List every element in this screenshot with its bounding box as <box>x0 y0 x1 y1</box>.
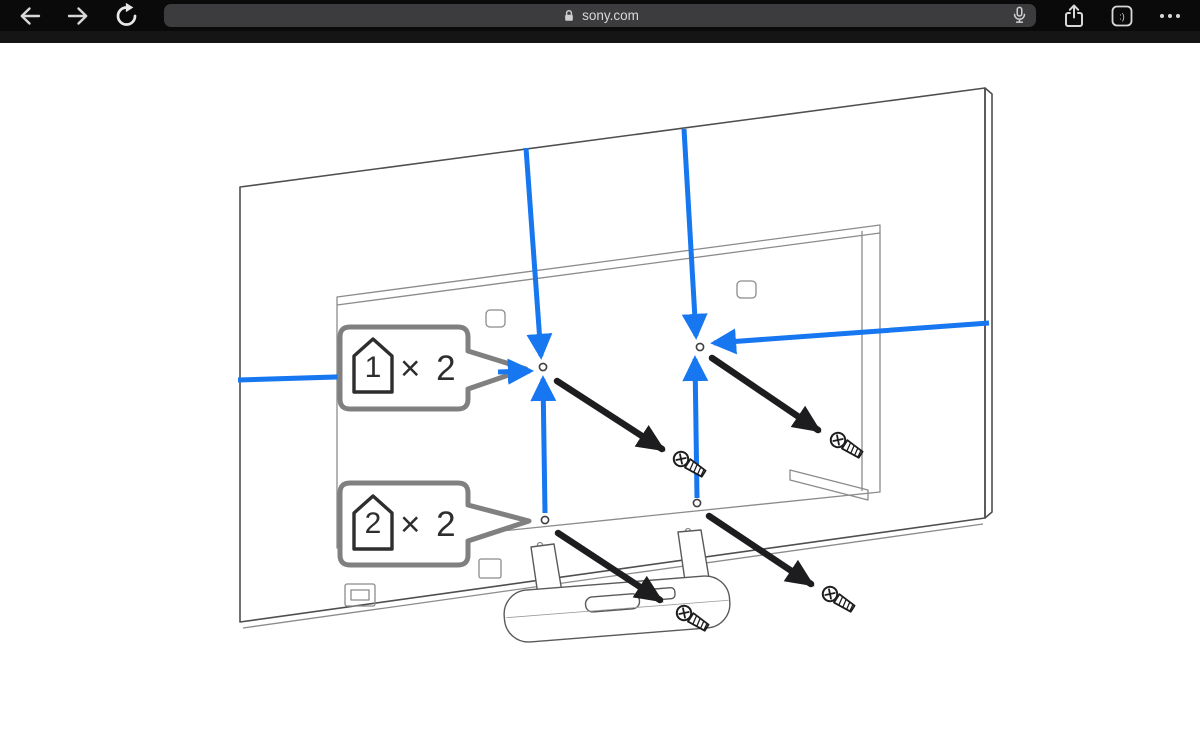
screw-hole <box>695 342 705 352</box>
screw-holes <box>538 342 705 525</box>
guide-arrow-top-left <box>523 147 553 360</box>
smiley-tab-icon: :) <box>1111 5 1133 26</box>
back-arrow-icon <box>20 6 41 25</box>
url-text: sony.com <box>582 8 639 23</box>
more-button[interactable] <box>1146 0 1194 31</box>
stand-neck <box>677 529 710 582</box>
microphone-icon[interactable] <box>1010 6 1029 25</box>
bottom-bracket <box>344 583 376 607</box>
screw-hole <box>540 515 550 525</box>
step-number-house-icon <box>352 494 394 551</box>
quantity-label: × 2 <box>400 505 459 544</box>
step-number: 2 <box>365 507 382 540</box>
page-content: 1 × 2 2 × 2 <box>0 43 1200 743</box>
lock-icon <box>561 8 577 24</box>
url-bar[interactable]: sony.com <box>164 4 1036 27</box>
blue-guide-arrows <box>237 128 990 514</box>
share-icon <box>1065 4 1083 27</box>
share-button[interactable] <box>1050 0 1098 31</box>
screw-arrow <box>553 377 666 453</box>
screw-icon <box>819 583 858 616</box>
smiley-label: :) <box>1119 11 1125 21</box>
guide-arrow-up-right <box>682 355 709 499</box>
screw-icon <box>827 429 866 462</box>
forward-button[interactable] <box>54 0 102 31</box>
reload-icon <box>116 2 136 26</box>
screw-direction-arrows <box>553 354 822 604</box>
page-header-strip <box>0 31 1200 43</box>
screw-arrow <box>708 354 822 434</box>
step-number: 1 <box>365 351 382 384</box>
back-button[interactable] <box>6 0 54 31</box>
tv-rear-outline <box>239 87 993 629</box>
guide-arrow-right <box>710 320 990 355</box>
guide-arrow-top-right <box>681 128 708 340</box>
screw-arrow <box>554 529 664 604</box>
tv-stand <box>503 529 731 643</box>
screw-hole <box>538 362 548 372</box>
reload-button[interactable] <box>102 0 150 31</box>
forward-arrow-icon <box>67 6 88 25</box>
callout-step-1: 1 × 2 <box>337 324 529 412</box>
guide-arrow-up-left <box>530 375 557 514</box>
screw-arrow <box>705 512 815 588</box>
quantity-label: × 2 <box>400 349 459 388</box>
screw-icon <box>670 448 709 481</box>
stand-mount-cover <box>789 469 869 501</box>
tv-back-panel-details <box>336 224 881 607</box>
vent-cutout <box>485 309 506 328</box>
browser-toolbar: sony.com :) <box>0 0 1200 31</box>
step-number-house-icon <box>352 337 394 394</box>
tv-installation-diagram: 1 × 2 2 × 2 <box>237 87 993 643</box>
tab-group-button[interactable]: :) <box>1098 0 1146 31</box>
bottom-bracket <box>478 558 502 579</box>
vent-cutout <box>736 280 757 299</box>
more-ellipsis-icon <box>1160 13 1180 18</box>
screw-hole <box>692 498 702 508</box>
guide-arrow-left-head <box>497 358 534 385</box>
callout-step-2: 2 × 2 <box>337 480 532 568</box>
